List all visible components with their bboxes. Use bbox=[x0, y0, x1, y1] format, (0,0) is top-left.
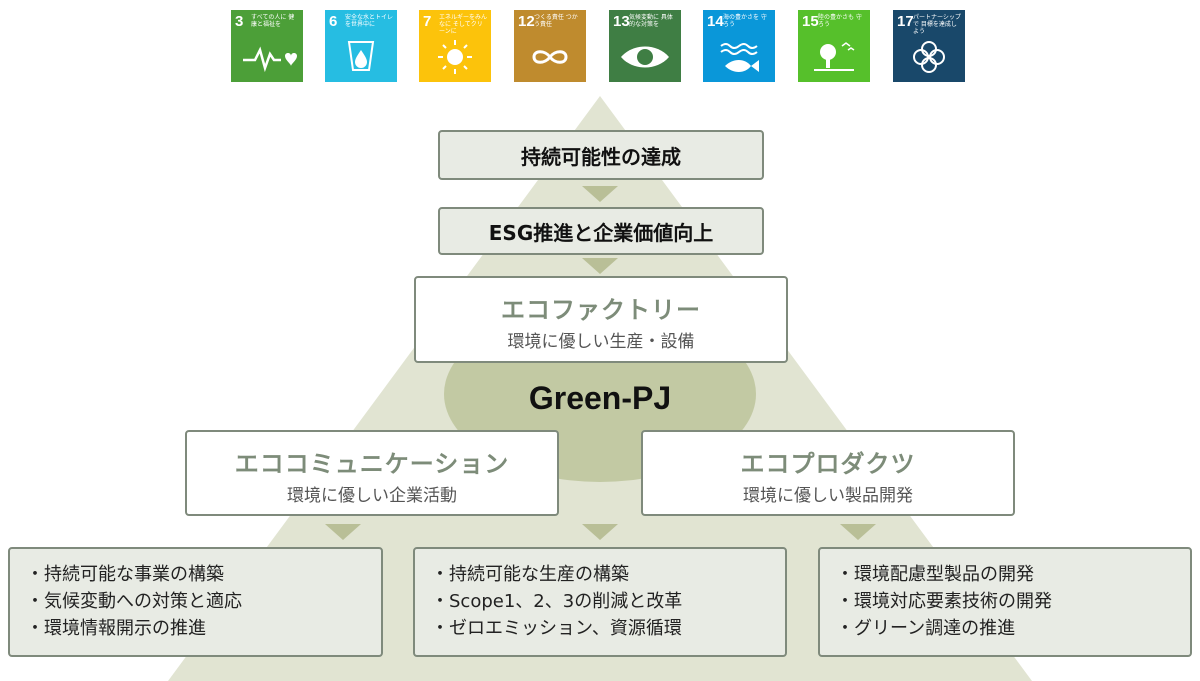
fish-icon bbox=[720, 43, 759, 72]
communication-action-list: ・持続可能な事業の構築 ・気候変動への対策と適応 ・環境情報開示の推進 bbox=[8, 547, 383, 657]
sustainability-goal-box: 持続可能性の達成 bbox=[438, 130, 764, 180]
sdg-number: 17 bbox=[897, 13, 914, 30]
water-drop-icon bbox=[347, 41, 375, 71]
sdg-caption: つくる責任 つかう責任 bbox=[534, 14, 578, 28]
eco-communication-box: エココミュニケーション 環境に優しい企業活動 bbox=[185, 430, 559, 516]
sdg-number: 3 bbox=[235, 13, 244, 30]
sdg-goal-13: 13 気候変動に 具体的な対策を bbox=[609, 10, 681, 82]
sdg-number: 15 bbox=[802, 13, 819, 30]
eco-factory-subtitle: 環境に優しい生産・設備 bbox=[507, 332, 695, 352]
sdg-goal-7: 7 エネルギーをみんなに そしてクリーンに bbox=[419, 10, 491, 82]
sdg-caption: パートナーシップで 目標を達成しよう bbox=[913, 14, 961, 35]
list-item: ・持続可能な生産の構築 bbox=[431, 564, 629, 585]
list-item: ・持続可能な事業の構築 bbox=[26, 564, 224, 585]
sdg-caption: 海の豊かさを 守ろう bbox=[723, 14, 767, 28]
list-item: ・ゼロエミッション、資源循環 bbox=[431, 618, 682, 639]
sustainability-goal-label: 持続可能性の達成 bbox=[521, 144, 681, 169]
list-item: ・Scope1、2、3の削減と改革 bbox=[431, 591, 683, 612]
list-item: ・グリーン調達の推進 bbox=[836, 618, 1016, 639]
green-pj-label: Green-PJ bbox=[528, 380, 672, 416]
sdg-goal-6: 6 安全な水とトイレ を世界中に bbox=[325, 10, 397, 82]
eco-products-box: エコプロダクツ 環境に優しい製品開発 bbox=[641, 430, 1015, 516]
products-action-list: ・環境配慮型製品の開発 ・環境対応要素技術の開発 ・グリーン調達の推進 bbox=[818, 547, 1192, 657]
down-arrow bbox=[582, 524, 618, 540]
heartbeat-icon bbox=[243, 46, 297, 73]
down-arrow bbox=[840, 524, 876, 540]
sdg-number: 13 bbox=[613, 13, 630, 30]
list-item: ・気候変動への対策と適応 bbox=[26, 591, 242, 612]
sdg-goal-12: 12 つくる責任 つかう責任 bbox=[514, 10, 586, 82]
eye-globe-icon bbox=[621, 46, 669, 68]
factory-action-list: ・持続可能な生産の構築 ・Scope1、2、3の削減と改革 ・ゼロエミッション、… bbox=[413, 547, 787, 657]
sdg-number: 12 bbox=[518, 13, 535, 30]
sdg-number: 6 bbox=[329, 13, 338, 30]
sdg-caption: 安全な水とトイレ を世界中に bbox=[345, 14, 394, 28]
sdg-number: 7 bbox=[423, 13, 432, 30]
esg-label: ESG推進と企業価値向上 bbox=[488, 220, 714, 245]
down-arrow bbox=[582, 258, 618, 274]
flower-rings-icon bbox=[913, 41, 945, 73]
eco-communication-title: エココミュニケーション bbox=[234, 450, 510, 478]
sdg-caption: すべての人に 健康と福祉を bbox=[251, 14, 295, 28]
list-item: ・環境情報開示の推進 bbox=[26, 618, 206, 639]
sdg-goal-15: 15 陸の豊かさも 守ろう bbox=[798, 10, 870, 82]
eco-factory-box: エコファクトリー 環境に優しい生産・設備 bbox=[414, 276, 788, 363]
sdg-goal-3: 3 すべての人に 健康と福祉を bbox=[231, 10, 303, 82]
infinity-icon bbox=[532, 50, 568, 64]
sdg-goal-14: 14 海の豊かさを 守ろう bbox=[703, 10, 775, 82]
list-item: ・環境配慮型製品の開発 bbox=[836, 564, 1034, 585]
eco-factory-title: エコファクトリー bbox=[501, 296, 701, 324]
eco-products-subtitle: 環境に優しい製品開発 bbox=[743, 486, 913, 506]
down-arrow bbox=[582, 186, 618, 202]
list-item: ・環境対応要素技術の開発 bbox=[836, 591, 1052, 612]
sdg-caption: 気候変動に 具体的な対策を bbox=[629, 14, 673, 28]
eco-products-title: エコプロダクツ bbox=[740, 450, 916, 478]
sun-icon bbox=[438, 40, 472, 74]
esg-box: ESG推進と企業価値向上 bbox=[438, 207, 764, 255]
sdg-caption: 陸の豊かさも 守ろう bbox=[818, 14, 862, 28]
down-arrow bbox=[325, 524, 361, 540]
eco-communication-subtitle: 環境に優しい企業活動 bbox=[287, 486, 457, 506]
sdg-number: 14 bbox=[707, 13, 724, 30]
tree-icon bbox=[814, 42, 855, 71]
sdg-caption: エネルギーをみんなに そしてクリーンに bbox=[439, 14, 488, 35]
sdg-goal-17: 17 パートナーシップで 目標を達成しよう bbox=[893, 10, 965, 82]
